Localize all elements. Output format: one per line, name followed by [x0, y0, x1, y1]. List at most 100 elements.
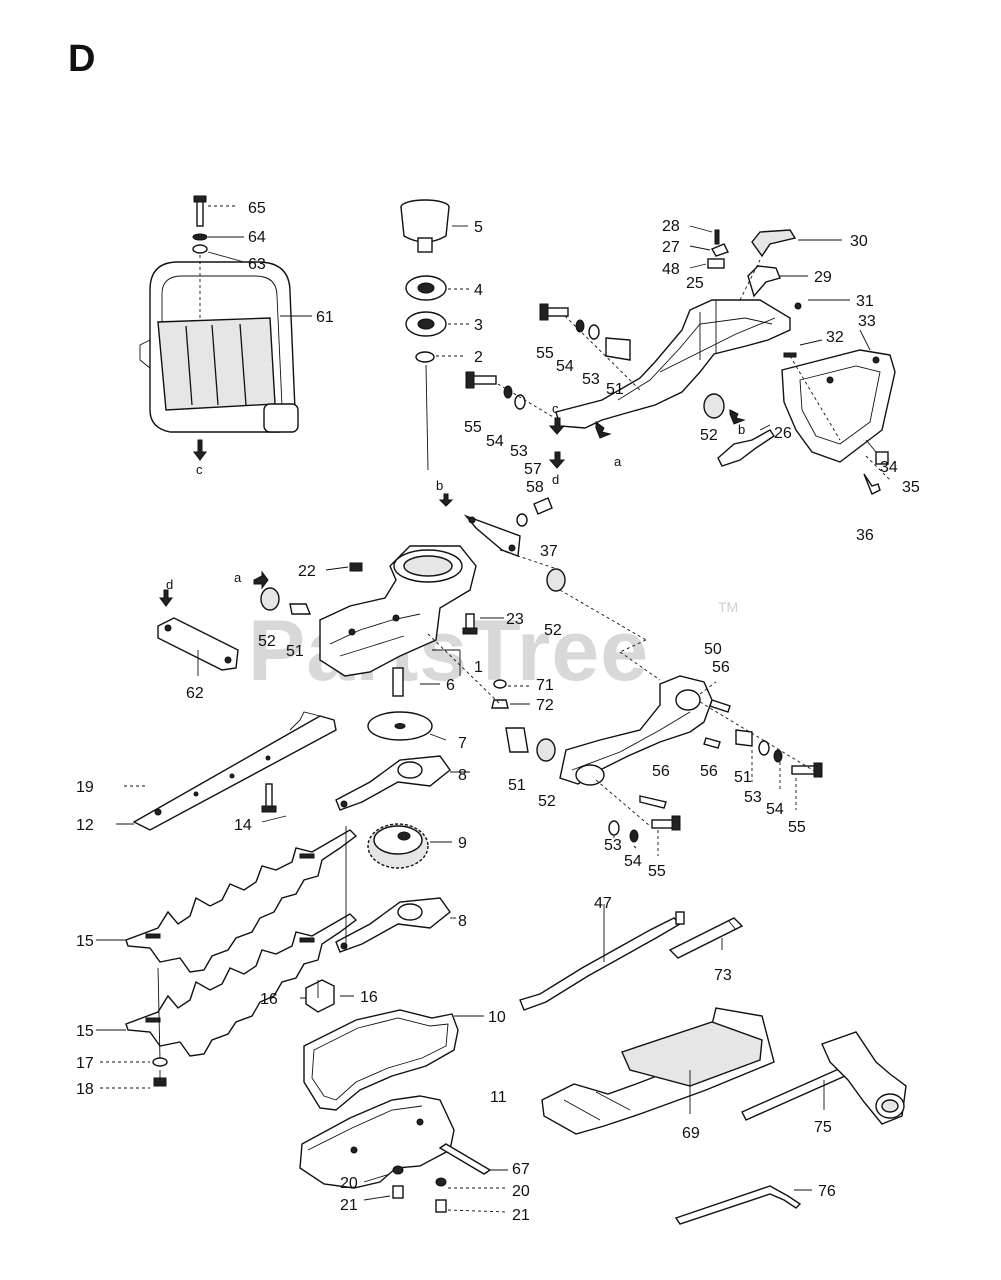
label-16-left: 16	[260, 991, 278, 1008]
label-54-mid: 54	[486, 433, 504, 450]
label-62: 62	[186, 685, 204, 702]
label-33: 33	[858, 313, 876, 330]
label-54-right: 54	[766, 801, 784, 818]
ref-letter-b: b	[738, 422, 745, 437]
label-63: 63	[248, 256, 266, 273]
label-7: 7	[458, 735, 467, 752]
ref-letter-a: a	[614, 454, 622, 469]
label-14: 14	[234, 817, 252, 834]
front-handle-assembly: c	[139, 195, 312, 477]
label-4: 4	[474, 282, 483, 299]
label-76: 76	[818, 1183, 836, 1200]
label-53-upper: 53	[582, 371, 600, 388]
label-2: 2	[474, 349, 483, 366]
label-26: 26	[774, 425, 792, 442]
label-28: 28	[662, 218, 680, 235]
washer-64	[192, 233, 208, 241]
label-1: 1	[474, 659, 483, 676]
label-52-rear: 52	[700, 427, 718, 444]
label-11: 11	[490, 1089, 507, 1106]
bearing-stack	[400, 199, 470, 471]
label-25: 25	[686, 275, 704, 292]
label-6: 6	[446, 677, 455, 694]
label-8-lower: 8	[458, 913, 467, 930]
ref-letter-c-2: c	[552, 401, 559, 416]
label-54-upper: 54	[556, 358, 574, 375]
label-56-mid: 56	[652, 763, 670, 780]
label-27: 27	[662, 239, 680, 256]
label-20-left: 20	[340, 1175, 358, 1192]
label-55-upper: 55	[536, 345, 554, 362]
label-48: 48	[662, 261, 680, 278]
label-73: 73	[714, 967, 732, 984]
label-19: 19	[76, 779, 94, 796]
watermark-tm: TM	[718, 599, 738, 615]
label-56-right: 56	[700, 763, 718, 780]
label-61: 61	[316, 309, 334, 326]
ref-letter-a-2: a	[234, 570, 242, 585]
label-51-right: 51	[734, 769, 752, 786]
ref-letter-c: c	[196, 462, 203, 477]
ref-letter-d: d	[552, 472, 559, 487]
nut-63	[192, 244, 208, 254]
label-15-lower: 15	[76, 1023, 94, 1040]
watermark-text: PartsTree	[248, 603, 649, 699]
rear-handle-assembly: c d a b	[465, 225, 896, 495]
label-34: 34	[880, 459, 898, 476]
label-16-right: 16	[360, 989, 378, 1006]
label-52-upper: 52	[544, 622, 562, 639]
label-55-mid: 55	[464, 419, 482, 436]
label-47: 47	[594, 895, 612, 912]
label-53-lower: 53	[604, 837, 622, 854]
label-12: 12	[76, 817, 94, 834]
label-53-mid: 53	[510, 443, 528, 460]
label-21-left: 21	[340, 1197, 358, 1214]
label-69: 69	[682, 1125, 700, 1142]
label-22: 22	[298, 563, 316, 580]
label-65: 65	[248, 200, 266, 217]
page-letter: D	[68, 38, 96, 80]
bracket-50-assembly	[505, 675, 823, 856]
label-10: 10	[488, 1009, 506, 1026]
plate-62: d	[157, 577, 239, 676]
label-72: 72	[536, 697, 554, 714]
label-5: 5	[474, 219, 483, 236]
tools-and-accessories	[519, 904, 907, 1225]
label-58: 58	[526, 479, 544, 496]
label-52-left: 52	[258, 633, 276, 650]
screw-65	[196, 199, 204, 227]
label-23: 23	[506, 611, 524, 628]
label-64: 64	[248, 229, 266, 246]
label-37: 37	[540, 543, 558, 560]
label-56-upper: 56	[712, 659, 730, 676]
cutter-parts	[96, 711, 470, 1089]
label-54-lower: 54	[624, 853, 642, 870]
label-8-upper: 8	[458, 767, 467, 784]
label-51-lower: 51	[508, 777, 526, 794]
cover-assembly	[299, 1009, 509, 1213]
label-32: 32	[826, 329, 844, 346]
label-55-lower: 55	[648, 863, 666, 880]
label-52-lower: 52	[538, 793, 556, 810]
label-20-right: 20	[512, 1183, 530, 1200]
gear-housing-assembly: b a	[234, 478, 661, 709]
ref-arrow-c	[193, 439, 207, 461]
label-29: 29	[814, 269, 832, 286]
label-9: 9	[458, 835, 467, 852]
label-18: 18	[76, 1081, 94, 1098]
label-36: 36	[856, 527, 874, 544]
label-51-upper: 51	[606, 381, 624, 398]
label-21-right: 21	[512, 1207, 530, 1224]
label-53-right: 53	[744, 789, 762, 806]
screw-65-head	[193, 195, 207, 203]
label-31: 31	[856, 293, 874, 310]
label-67: 67	[512, 1161, 530, 1178]
label-50: 50	[704, 641, 722, 658]
label-57: 57	[524, 461, 542, 478]
ref-letter-b-2: b	[436, 478, 443, 493]
label-17: 17	[76, 1055, 94, 1072]
ref-letter-d-2: d	[166, 577, 173, 592]
label-30: 30	[850, 233, 868, 250]
label-15-upper: 15	[76, 933, 94, 950]
